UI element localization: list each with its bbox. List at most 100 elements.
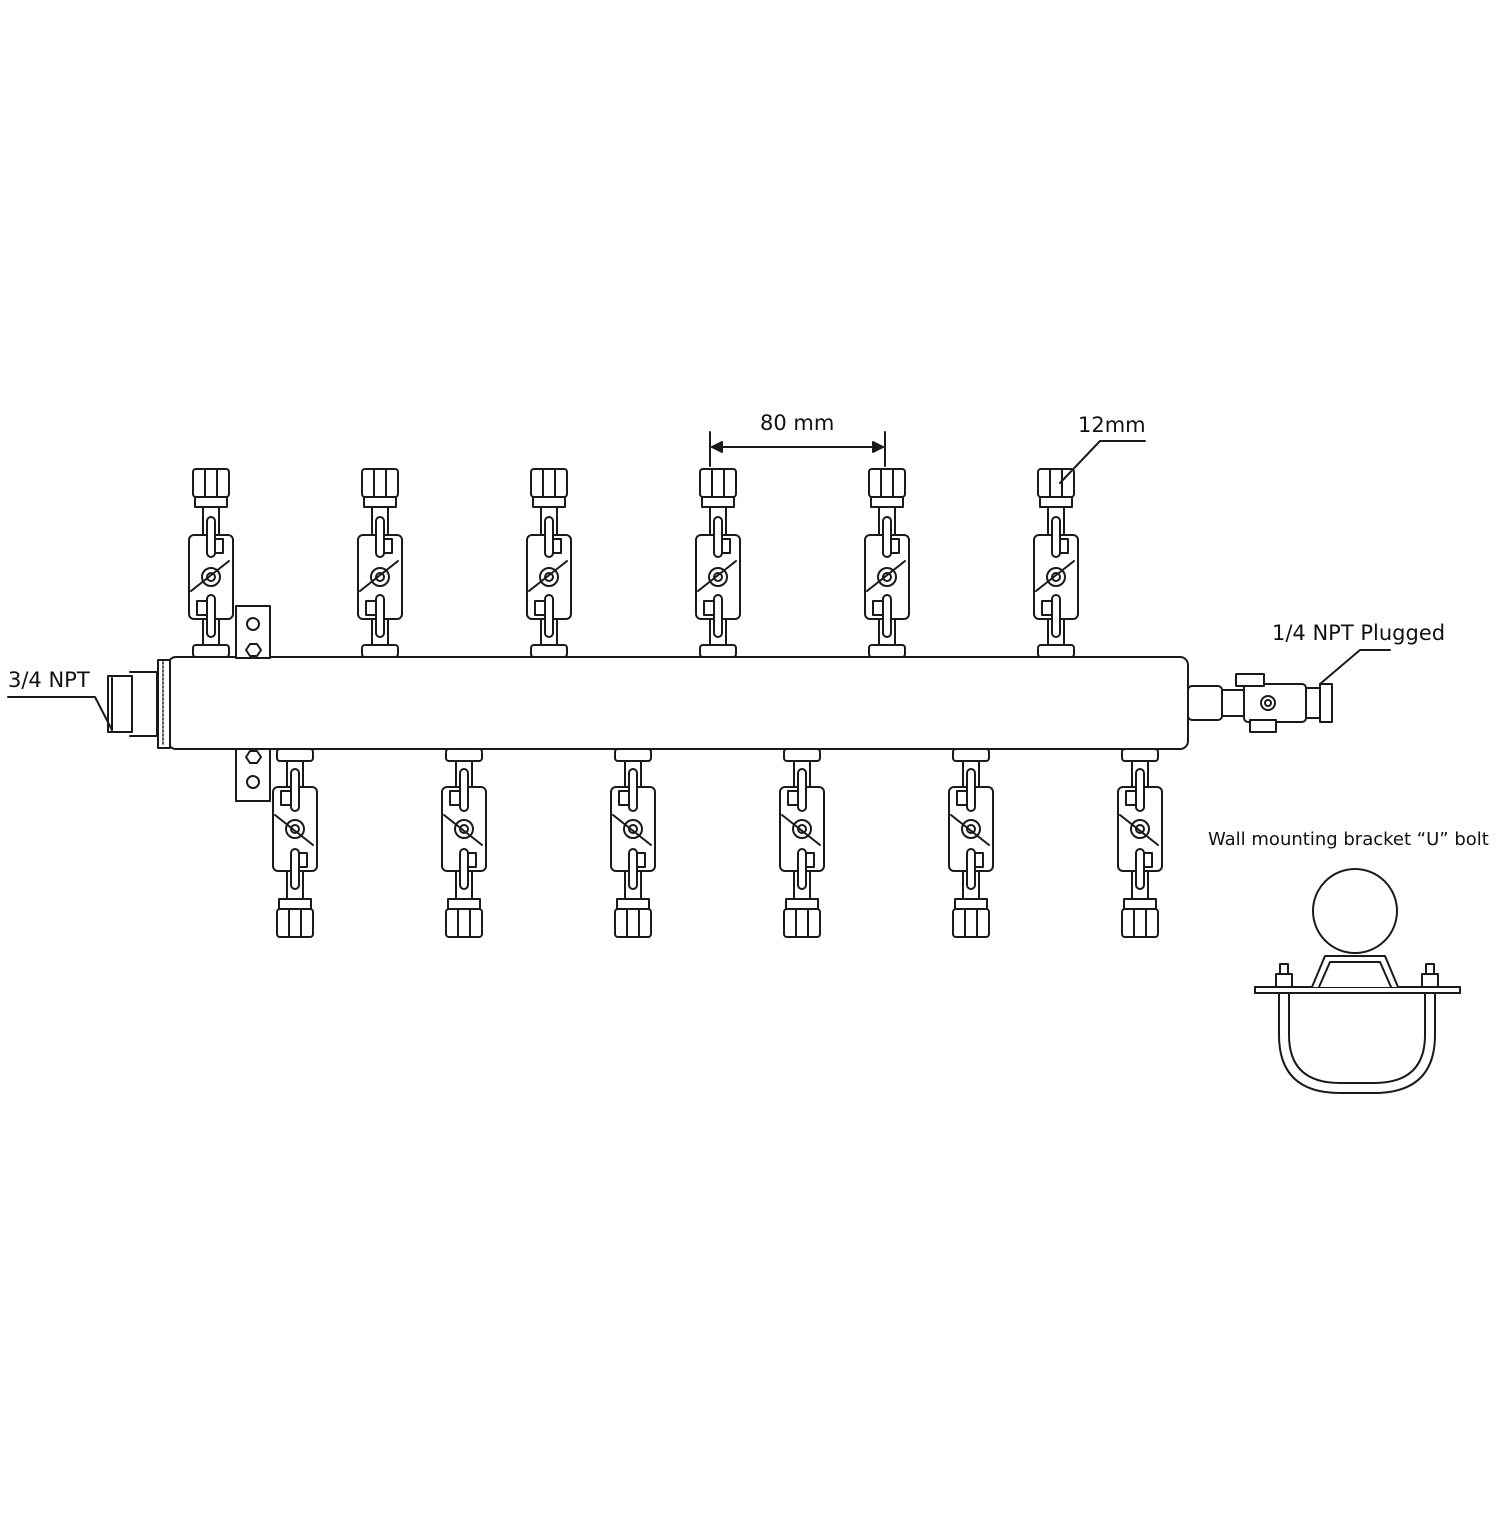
top-valve-5 [864,468,910,658]
nipple [1037,644,1075,658]
compression-fitting [699,468,737,498]
handle [1041,600,1053,616]
ball-pivot-core [966,824,976,834]
stem-pill [544,594,554,638]
bottom-valve-6 [1117,748,1163,938]
top-valve-6 [1033,468,1079,658]
stem-pill [882,594,892,638]
bottom-valve-5 [948,748,994,938]
ball-pivot-core [1135,824,1145,834]
nut [785,898,819,910]
top-valve-2 [357,468,403,658]
stem-pill [206,516,216,558]
stem-pill [1135,848,1145,890]
nut [278,898,312,910]
handle [534,600,546,616]
ball-pivot-core [713,572,723,582]
top-valve-4 [695,468,741,658]
lever [359,560,399,592]
spacing-label: 80 mm [760,411,834,435]
compression-fitting [1037,468,1075,498]
handle [956,790,968,806]
stem-pill [797,768,807,812]
bottom-valve-2 [441,748,487,938]
nut [701,496,735,508]
compression-fitting [530,468,568,498]
nut [870,496,904,508]
u-bolt-bracket [1254,868,1461,1094]
nipple [783,748,821,762]
inlet-fitting [107,671,158,737]
lever [781,814,821,846]
stem-pill [1051,594,1061,638]
top-valve-1 [188,468,234,658]
stem-pill [459,768,469,812]
lever [1119,814,1159,846]
handle [280,790,292,806]
spacing-dimension [709,431,886,467]
manifold-body [157,656,1189,750]
stem-pill [375,516,385,558]
top-valve-row [188,468,1079,658]
handle [196,600,208,616]
handle [1125,790,1137,806]
compression-fitting [276,908,314,938]
stem-pill [544,516,554,558]
stem-pill [1051,516,1061,558]
stem-pill [713,594,723,638]
handle [787,790,799,806]
compression-fitting [614,908,652,938]
nut [363,496,397,508]
ball-pivot-core [1051,572,1061,582]
tube-size-label: 12mm [1078,413,1146,437]
nipple [276,748,314,762]
compression-fitting [868,468,906,498]
stem-pill [628,768,638,812]
ball-pivot-core [544,572,554,582]
handle [618,790,630,806]
stem-pill [882,516,892,558]
leader-lines [7,440,1391,731]
nut [1039,496,1073,508]
ball-pivot-core [375,572,385,582]
nut [1123,898,1157,910]
ball-pivot-core [206,572,216,582]
outlet-plug-assembly [1187,673,1333,733]
compression-fitting [445,908,483,938]
lever [950,814,990,846]
nipple [952,748,990,762]
lever [274,814,314,846]
nut [616,898,650,910]
stem-pill [459,848,469,890]
stem-pill [713,516,723,558]
bottom-valve-4 [779,748,825,938]
lever [697,560,737,592]
bottom-valve-1 [272,748,318,938]
lever [866,560,906,592]
mounting-plate-bottom [235,748,271,802]
mounting-plate-top [235,605,271,659]
stem-pill [290,768,300,812]
stem-pill [966,848,976,890]
ball-pivot-core [628,824,638,834]
compression-fitting [783,908,821,938]
ball-pivot-core [882,572,892,582]
stem-pill [206,594,216,638]
nipple [361,644,399,658]
lever [612,814,652,846]
nut [954,898,988,910]
nut [532,496,566,508]
stem-pill [628,848,638,890]
lever [190,560,230,592]
lever [443,814,483,846]
stem-pill [290,848,300,890]
handle [872,600,884,616]
compression-fitting [361,468,399,498]
handle [449,790,461,806]
nipple [868,644,906,658]
ball-pivot-core [797,824,807,834]
nipple [445,748,483,762]
top-valve-3 [526,468,572,658]
stem-pill [797,848,807,890]
nipple [530,644,568,658]
